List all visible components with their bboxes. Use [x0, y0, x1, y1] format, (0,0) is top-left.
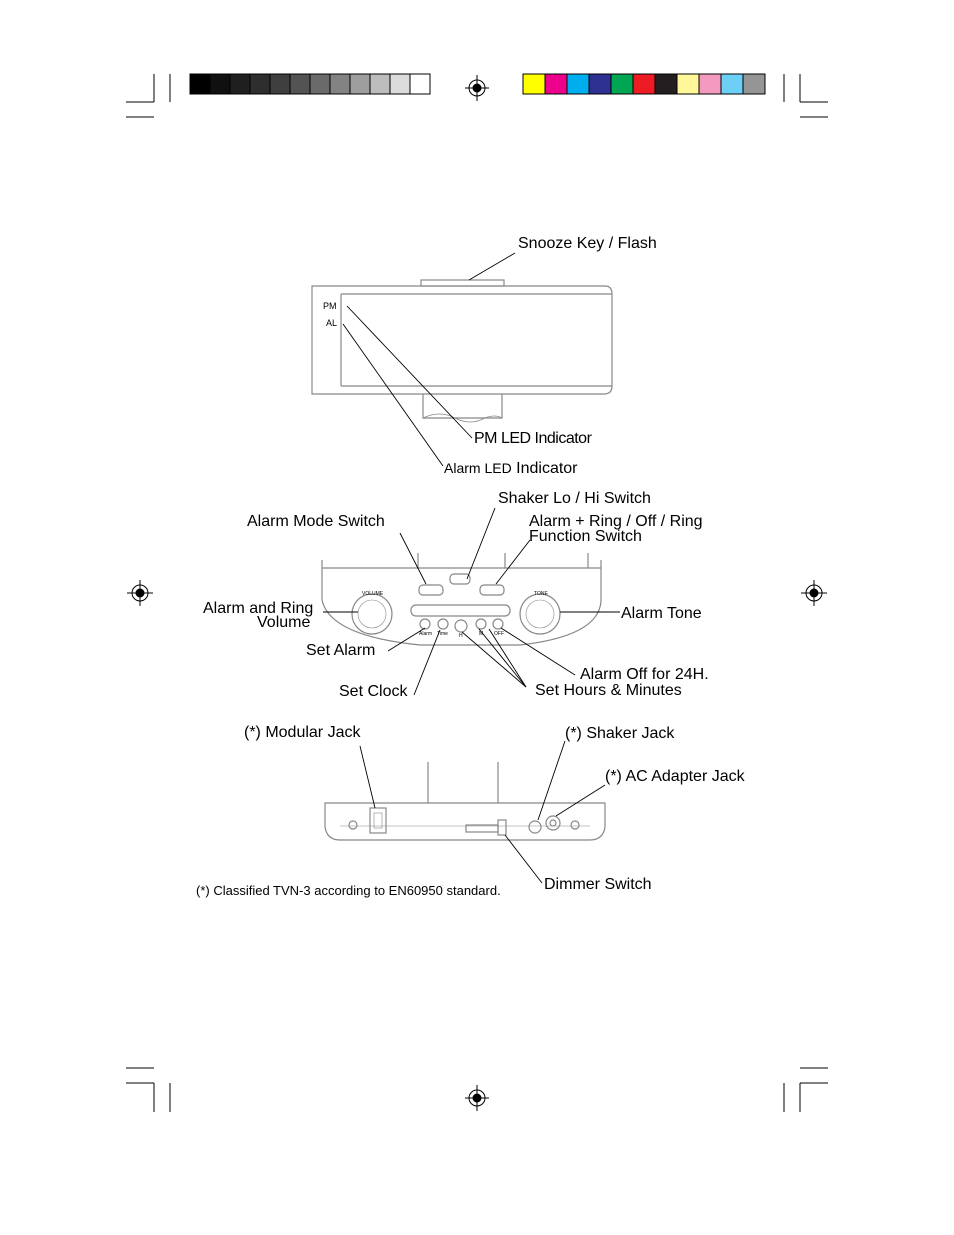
al-mark: AL [326, 318, 338, 328]
gray-swatch-6 [309, 73, 331, 95]
snooze-key [420, 279, 505, 287]
pm-led-leader [346, 305, 473, 439]
gray-swatch-4 [269, 73, 291, 95]
dimmer-switch [497, 819, 507, 836]
color-swatch-4 [610, 73, 634, 95]
hour-button [454, 619, 468, 633]
h-button-mark: H [459, 633, 463, 639]
color-swatch-9 [720, 73, 744, 95]
modular-jack-label: (*) Modular Jack [244, 724, 361, 741]
footnote: (*) Classified TVN-3 according to EN6095… [196, 883, 501, 898]
gray-swatch-0 [189, 73, 211, 95]
tone-knob [519, 593, 561, 635]
gray-swatch-5 [289, 73, 311, 95]
alarm-off-label: Alarm Off for 24H. [580, 666, 709, 683]
set-hours-minutes-label: Set Hours & Minutes [535, 682, 682, 699]
clock-top-view [311, 279, 613, 423]
grayscale-color-bar [189, 73, 431, 95]
shaker-jack-label: (*) Shaker Jack [565, 725, 675, 742]
pm-led-label: PM LED Indicator [474, 430, 592, 447]
volume-label-line2: Volume [257, 614, 311, 631]
gray-swatch-10 [389, 73, 411, 95]
modular-jack [369, 807, 387, 834]
off-button-mark: OFF [494, 631, 504, 637]
alarm-mode-switch-label: Alarm Mode Switch [247, 513, 385, 530]
color-swatch-8 [698, 73, 722, 95]
function-switch-label-line2: Function Switch [529, 528, 642, 545]
volume-knob-mark: VOLUME [362, 591, 384, 597]
color-swatch-3 [588, 73, 612, 95]
shaker-switch-label: Shaker Lo / Hi Switch [498, 490, 651, 507]
clock-rear-view [324, 762, 606, 841]
color-swatch-7 [676, 73, 700, 95]
snooze-key-label: Snooze Key / Flash [518, 235, 657, 252]
color-swatch-2 [566, 73, 590, 95]
registration-mark-right [801, 580, 827, 606]
gray-swatch-9 [369, 73, 391, 95]
color-swatch-6 [654, 73, 678, 95]
shaker-jack [528, 820, 542, 834]
color-swatch-1 [544, 73, 568, 95]
alarm-mode-switch [418, 584, 444, 596]
volume-knob [351, 593, 393, 635]
gray-swatch-7 [329, 73, 351, 95]
m-button-mark: M [479, 631, 484, 637]
gray-swatch-8 [349, 73, 371, 95]
set-alarm-button [419, 618, 431, 630]
process-color-bar [522, 73, 766, 95]
registration-mark-bottom [465, 1085, 489, 1111]
alarm-tone-label: Alarm Tone [621, 605, 702, 622]
registration-mark-left [127, 580, 153, 606]
gray-swatch-1 [209, 73, 231, 95]
color-swatch-0 [522, 73, 546, 95]
crop-marks [126, 74, 828, 1112]
alarm-led-leader [342, 323, 444, 467]
set-clock-button [437, 618, 449, 630]
panel-display [410, 604, 511, 617]
ac-adapter-jack [545, 815, 561, 831]
gray-swatch-3 [249, 73, 271, 95]
gray-swatch-2 [229, 73, 251, 95]
pm-mark: PM [323, 301, 337, 311]
control-panel [321, 553, 602, 646]
gray-swatch-11 [409, 73, 431, 95]
panel-leaders [323, 507, 620, 696]
tone-knob-mark: TONE [534, 591, 548, 597]
minute-button [475, 618, 487, 630]
function-switch [479, 584, 505, 596]
alarm-led-label: Alarm LED Indicator [444, 460, 578, 477]
alarm-button-mark: Alarm [419, 631, 433, 637]
time-button-mark: Time [437, 631, 448, 637]
set-alarm-label: Set Alarm [306, 642, 376, 659]
ac-adapter-jack-label: (*) AC Adapter Jack [605, 768, 745, 785]
registration-mark-top [465, 75, 489, 101]
top-view-leaders [342, 252, 516, 467]
color-swatch-10 [742, 73, 766, 95]
color-swatch-5 [632, 73, 656, 95]
alarm-off-button [492, 618, 504, 630]
function-switch-label-line1: Alarm + Ring / Off / Ring [529, 513, 703, 530]
rear-view-leaders [359, 740, 606, 884]
snooze-leader [468, 252, 516, 281]
set-clock-label: Set Clock [339, 683, 408, 700]
dimmer-switch-label: Dimmer Switch [544, 876, 652, 893]
shaker-lo-hi-switch [449, 573, 471, 585]
volume-label-line1: Alarm and Ring [203, 600, 314, 617]
